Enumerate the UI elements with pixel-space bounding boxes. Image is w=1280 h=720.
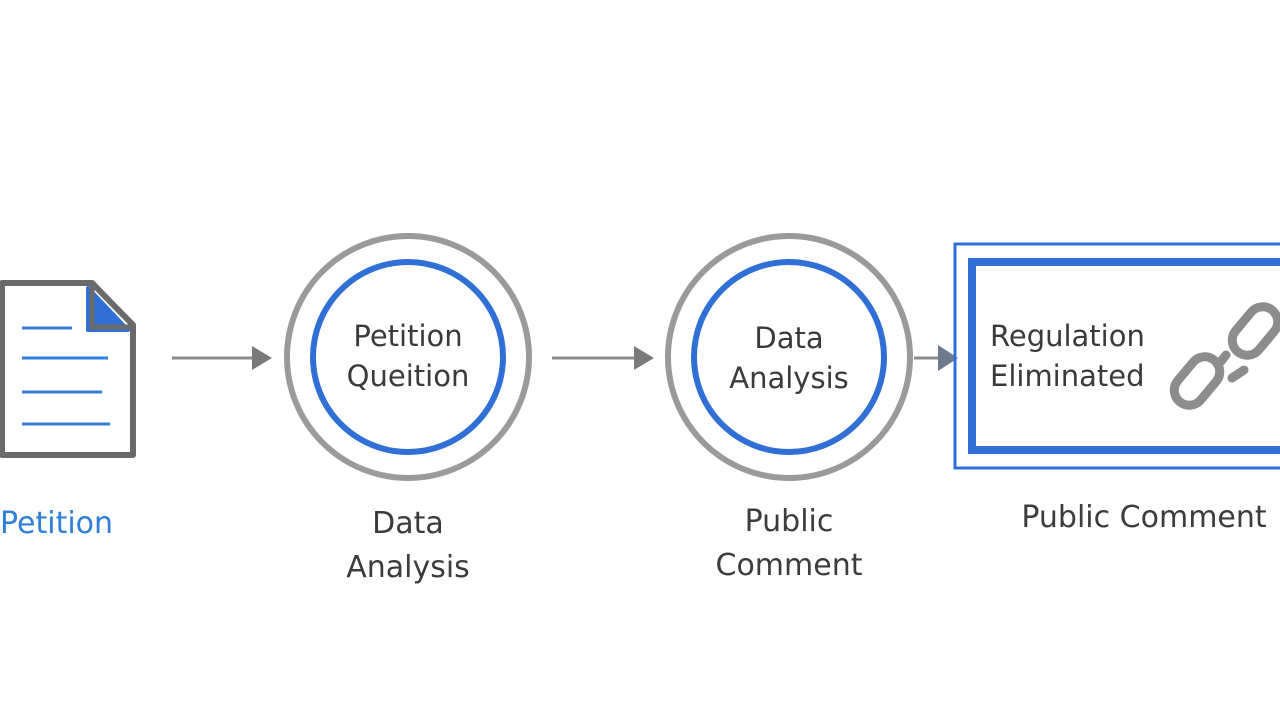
- step-2-inner-text: Petition Queition: [318, 316, 498, 396]
- step-3-inner-text: Data Analysis: [699, 318, 879, 398]
- step-2-inner-line1: Petition: [353, 319, 463, 353]
- step-2-label-line1: Data: [372, 506, 444, 541]
- document-icon: [0, 280, 136, 458]
- step-circle-2: [284, 233, 532, 481]
- step-3-inner-line1: Data: [754, 321, 824, 355]
- step-3-label-line2: Comment: [715, 548, 863, 583]
- arrow-1: [172, 346, 272, 370]
- step-4-inner-line1: Regulation: [990, 319, 1145, 353]
- step-box-4: [953, 242, 1280, 470]
- step-4-label: Public Comment: [1021, 500, 1267, 535]
- step-1-label: Petition: [0, 506, 114, 541]
- step-2-label: Data Analysis: [318, 502, 498, 590]
- step-3-label-line1: Public: [744, 504, 834, 539]
- arrow-3: [914, 345, 958, 371]
- step-circle-3: [665, 233, 913, 481]
- arrow-2: [552, 346, 654, 370]
- step-2-label-line2: Analysis: [346, 550, 470, 585]
- step-3-label: Public Comment: [699, 500, 879, 588]
- step-3-inner-line2: Analysis: [729, 361, 849, 395]
- step-4-inner-text: Regulation Eliminated: [990, 316, 1166, 396]
- step-2-inner-line2: Queition: [346, 359, 470, 393]
- step-4-inner-line2: Eliminated: [990, 359, 1145, 393]
- broken-chain-icon: [1169, 302, 1280, 410]
